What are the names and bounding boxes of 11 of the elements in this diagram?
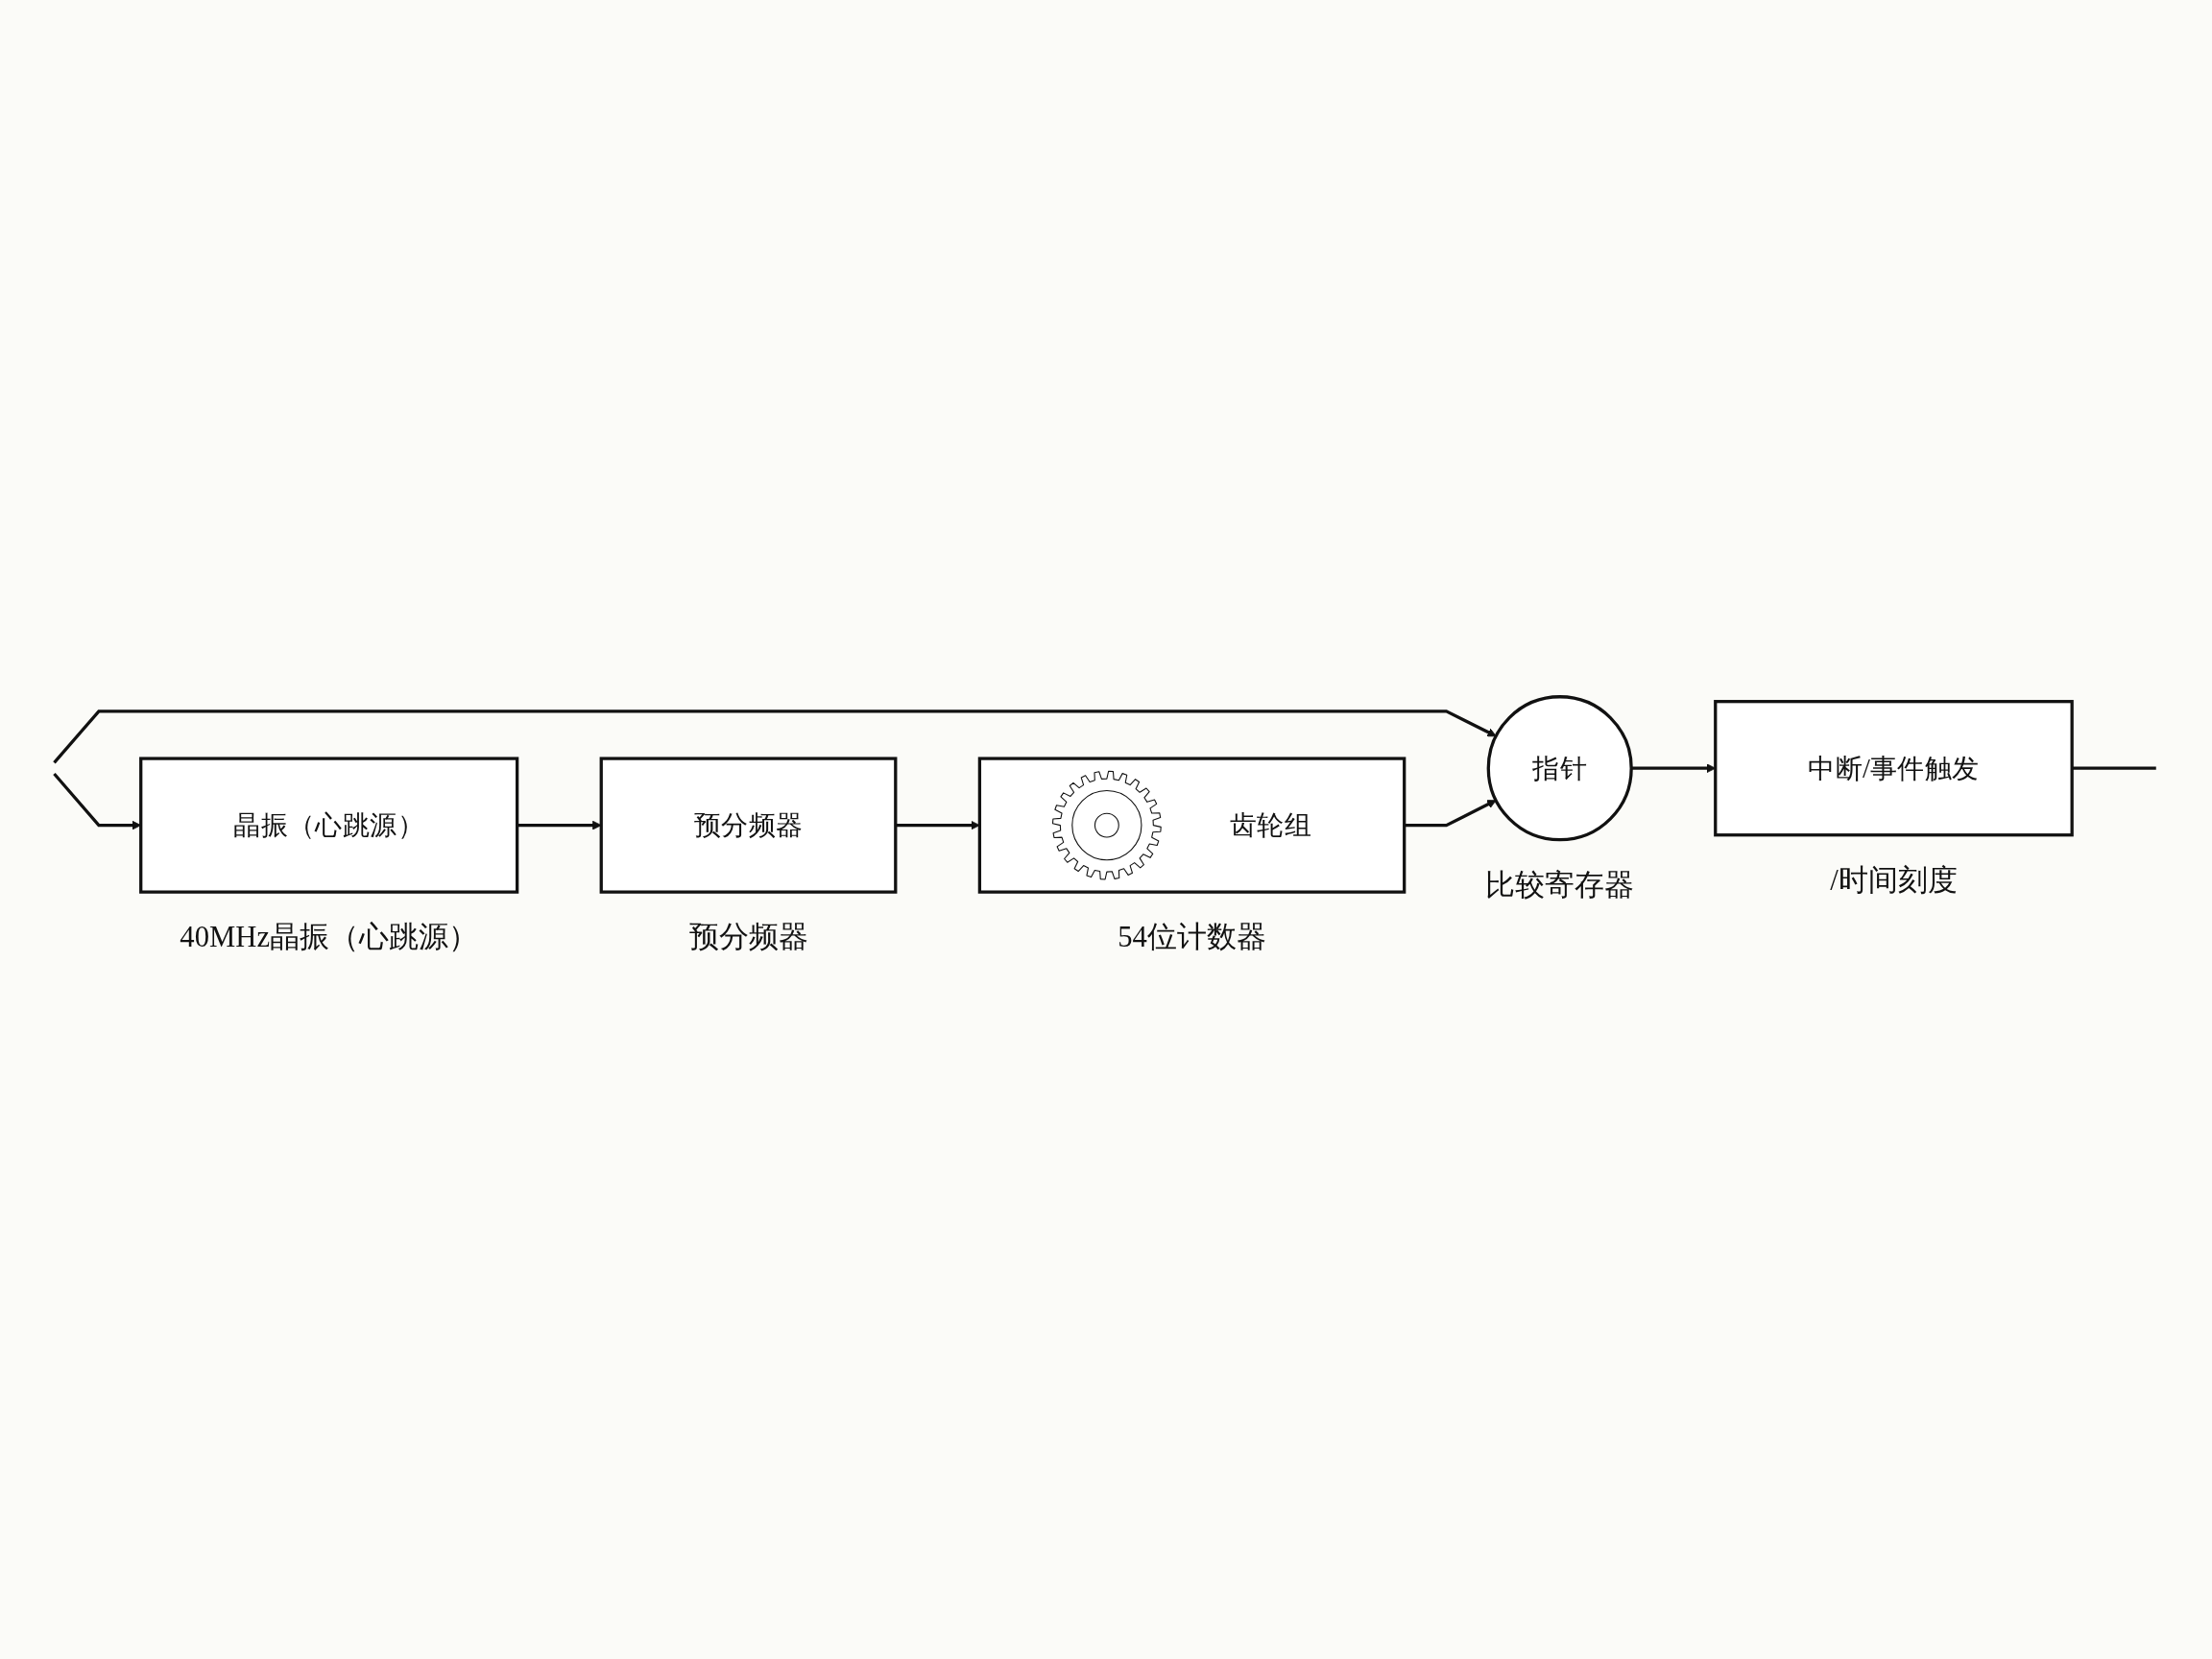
node-box: 齿轮组	[977, 757, 1406, 895]
node-caption: 预分频器	[688, 921, 808, 954]
node-box: 中断/事件触发	[1713, 700, 2074, 837]
node-box: 预分频器	[599, 757, 897, 895]
node-caption: 40MHz晶振（心跳源）	[179, 921, 478, 954]
arrow	[52, 709, 1497, 764]
node-caption: 比较寄存器	[1484, 869, 1634, 902]
node-caption: /时间刻度	[1829, 864, 1958, 898]
node-circle: 指针	[1486, 695, 1633, 842]
node-box: 晶振（心跳源）	[138, 757, 518, 895]
node-caption: 54位计数器	[1117, 921, 1266, 954]
